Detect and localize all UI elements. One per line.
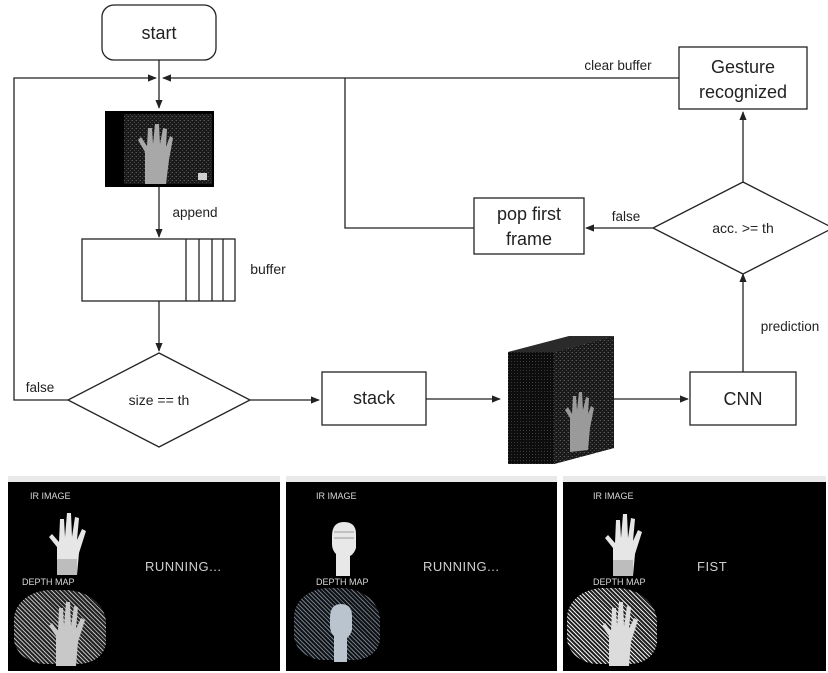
cnn-label: CNN — [724, 389, 763, 409]
window-titlebar: —□✕ — [286, 476, 557, 482]
accuracy-check-node — [651, 181, 828, 275]
window-titlebar: —□✕ — [563, 476, 826, 482]
ir-image-label: IR IMAGE — [593, 491, 634, 501]
buffer-label: buffer — [250, 261, 286, 277]
open-hand-icon — [605, 514, 642, 576]
pop-first-frame-node — [473, 197, 585, 255]
buffer-node — [81, 238, 236, 302]
ir-image-label: IR IMAGE — [30, 491, 71, 501]
cnn-node — [689, 371, 797, 426]
ir-image-label: IR IMAGE — [316, 491, 357, 501]
size-check-node — [66, 352, 252, 448]
depth-fist-icon — [330, 604, 352, 662]
status-text: RUNNING... — [145, 559, 222, 574]
edge-label-clear-buffer: clear buffer — [584, 58, 652, 73]
edge-label-prediction: prediction — [761, 319, 820, 334]
demo-screenshot-1: —□✕ IR IMAGE RUNNING... DEPTH MAP — [8, 476, 280, 671]
start-label: start — [141, 23, 176, 43]
depth-map-label: DEPTH MAP — [22, 577, 75, 587]
demo-screenshot-2: —□✕ IR IMAGE RUNNING... DEPTH MAP — [286, 476, 557, 671]
depth-hand-icon — [49, 602, 85, 666]
edge-label-false-pop: false — [612, 209, 641, 224]
size-check-label: size == th — [129, 392, 190, 408]
fist-hand-icon — [332, 522, 356, 576]
status-text: RUNNING... — [423, 559, 500, 574]
gesture-recognized-label-line1: Gesture — [711, 57, 775, 77]
flowchart: start Gesture recognized clear buffer fa… — [13, 4, 828, 464]
status-text: FIST — [697, 559, 728, 574]
stack-label: stack — [353, 388, 396, 408]
depth-map-label: DEPTH MAP — [593, 577, 646, 587]
accuracy-check-label: acc. >= th — [712, 220, 773, 236]
depth-hand-icon — [602, 602, 638, 666]
pop-first-frame-label-line1: pop first — [497, 204, 561, 224]
pop-first-frame-label-line2: frame — [506, 229, 552, 249]
edge-label-append: append — [172, 205, 217, 220]
gesture-recognized-label-line2: recognized — [699, 82, 787, 102]
gesture-recognized-node — [678, 46, 808, 110]
ir-frame-thumbnail — [105, 111, 214, 187]
frame-stack-cube — [508, 336, 614, 464]
demo-screenshot-3: —□✕ IR IMAGE FIST DEPTH MAP — [563, 476, 826, 671]
edge-label-false-size: false — [26, 380, 55, 395]
open-hand-icon — [49, 513, 86, 575]
window-titlebar: —□✕ — [8, 476, 280, 482]
depth-map-label: DEPTH MAP — [316, 577, 369, 587]
stack-node — [321, 371, 427, 426]
